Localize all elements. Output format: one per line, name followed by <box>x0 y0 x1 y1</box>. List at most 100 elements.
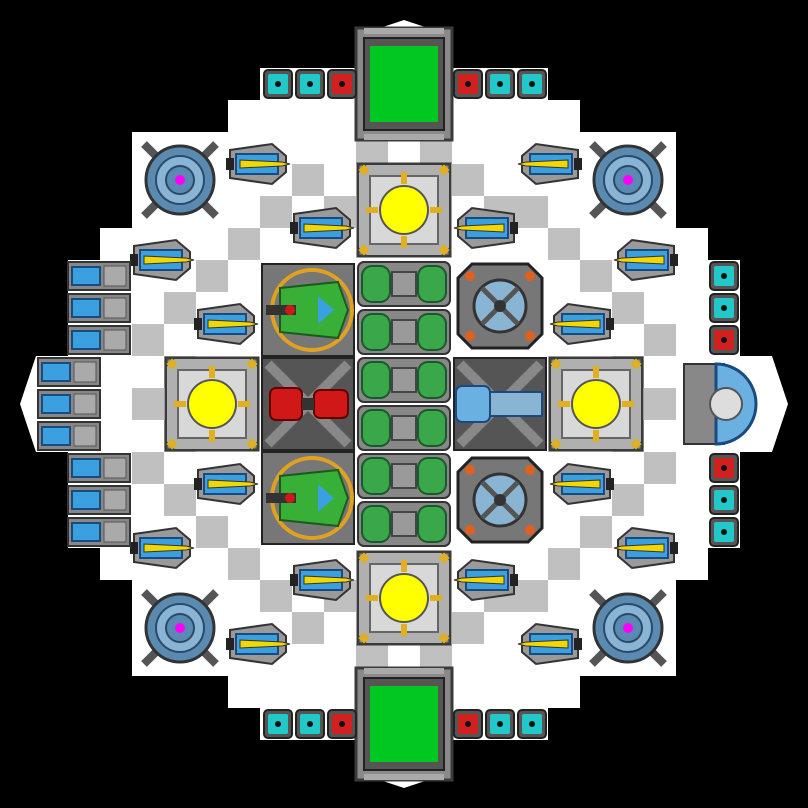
reactor-core-icon <box>379 185 429 235</box>
cockpit[interactable] <box>683 362 758 446</box>
gyroscope[interactable] <box>141 141 219 219</box>
floor-tile <box>644 388 676 420</box>
conveyor-port[interactable] <box>517 69 547 99</box>
hangar-door-icon <box>370 46 438 122</box>
side-thruster[interactable] <box>37 389 101 419</box>
side-thruster[interactable] <box>37 421 101 451</box>
conveyor-port[interactable] <box>295 69 325 99</box>
fuel-tank[interactable] <box>357 501 451 547</box>
fuel-tank[interactable] <box>357 309 451 355</box>
conveyor-port[interactable] <box>709 293 739 323</box>
fuel-tank[interactable] <box>357 261 451 307</box>
floor-tile <box>452 164 484 196</box>
small-thruster[interactable] <box>130 526 195 570</box>
gyroscope[interactable] <box>141 589 219 667</box>
blue-laser-turret[interactable] <box>453 357 547 451</box>
conveyor-port[interactable] <box>263 69 293 99</box>
hangar-door-icon <box>370 686 438 762</box>
reactor-block[interactable] <box>356 162 452 258</box>
small-thruster[interactable] <box>453 558 518 602</box>
floor-tile <box>612 292 644 324</box>
small-thruster[interactable] <box>194 302 259 346</box>
gyro-core-icon <box>623 175 633 185</box>
floor-tile <box>548 228 580 260</box>
conveyor-port[interactable] <box>709 517 739 547</box>
gyroscope[interactable] <box>589 589 667 667</box>
green-missile-turret[interactable] <box>261 451 355 545</box>
small-thruster[interactable] <box>226 622 291 666</box>
conveyor-port[interactable] <box>453 69 483 99</box>
conveyor-port[interactable] <box>327 69 357 99</box>
reactor-core-icon <box>571 379 621 429</box>
small-thruster[interactable] <box>290 558 355 602</box>
side-thruster[interactable] <box>37 357 101 387</box>
floor-tile <box>164 484 196 516</box>
hangar-pad[interactable] <box>354 666 454 782</box>
floor-tile <box>132 452 164 484</box>
fuel-tank[interactable] <box>357 357 451 403</box>
side-thruster[interactable] <box>67 261 131 291</box>
small-thruster[interactable] <box>226 142 291 186</box>
side-thruster[interactable] <box>67 453 131 483</box>
hangar-pad[interactable] <box>354 26 454 142</box>
conveyor-port[interactable] <box>485 709 515 739</box>
conveyor-port[interactable] <box>517 709 547 739</box>
side-thruster[interactable] <box>67 517 131 547</box>
conveyor-port[interactable] <box>327 709 357 739</box>
reactor-core-icon <box>187 379 237 429</box>
reactor-block[interactable] <box>356 550 452 646</box>
floor-tile <box>612 484 644 516</box>
conveyor-port[interactable] <box>453 709 483 739</box>
floor-tile <box>548 548 580 580</box>
floor-tile <box>292 164 324 196</box>
floor-tile <box>580 260 612 292</box>
floor-tile <box>228 228 260 260</box>
floor-tile <box>132 324 164 356</box>
armor-node[interactable] <box>456 456 544 544</box>
floor-tile <box>132 388 164 420</box>
small-thruster[interactable] <box>194 462 259 506</box>
conveyor-port[interactable] <box>295 709 325 739</box>
reactor-block[interactable] <box>164 356 260 452</box>
small-thruster[interactable] <box>130 238 195 282</box>
fuel-tank[interactable] <box>357 453 451 499</box>
small-thruster[interactable] <box>613 526 678 570</box>
gyro-core-icon <box>175 623 185 633</box>
floor-tile <box>260 196 292 228</box>
floor-tile <box>644 324 676 356</box>
red-cannon-turret[interactable] <box>261 357 355 451</box>
small-thruster[interactable] <box>290 206 355 250</box>
floor-tile <box>228 548 260 580</box>
side-thruster[interactable] <box>67 293 131 323</box>
conveyor-port[interactable] <box>709 325 739 355</box>
armor-node[interactable] <box>456 262 544 350</box>
floor-tile <box>196 260 228 292</box>
conveyor-port[interactable] <box>263 709 293 739</box>
small-thruster[interactable] <box>517 142 582 186</box>
floor-tile <box>292 612 324 644</box>
green-missile-turret[interactable] <box>261 263 355 357</box>
conveyor-port[interactable] <box>709 485 739 515</box>
fuel-tank[interactable] <box>357 405 451 451</box>
floor-tile <box>516 580 548 612</box>
conveyor-port[interactable] <box>709 453 739 483</box>
floor-tile <box>516 196 548 228</box>
floor-tile <box>452 612 484 644</box>
side-thruster[interactable] <box>67 485 131 515</box>
conveyor-port[interactable] <box>485 69 515 99</box>
conveyor-port[interactable] <box>709 261 739 291</box>
small-thruster[interactable] <box>517 622 582 666</box>
small-thruster[interactable] <box>549 462 614 506</box>
gyro-core-icon <box>175 175 185 185</box>
small-thruster[interactable] <box>453 206 518 250</box>
floor-tile <box>196 516 228 548</box>
gyroscope[interactable] <box>589 141 667 219</box>
floor-checker <box>132 132 676 676</box>
reactor-block[interactable] <box>548 356 644 452</box>
floor-tile <box>580 516 612 548</box>
small-thruster[interactable] <box>549 302 614 346</box>
side-thruster[interactable] <box>67 325 131 355</box>
small-thruster[interactable] <box>613 238 678 282</box>
